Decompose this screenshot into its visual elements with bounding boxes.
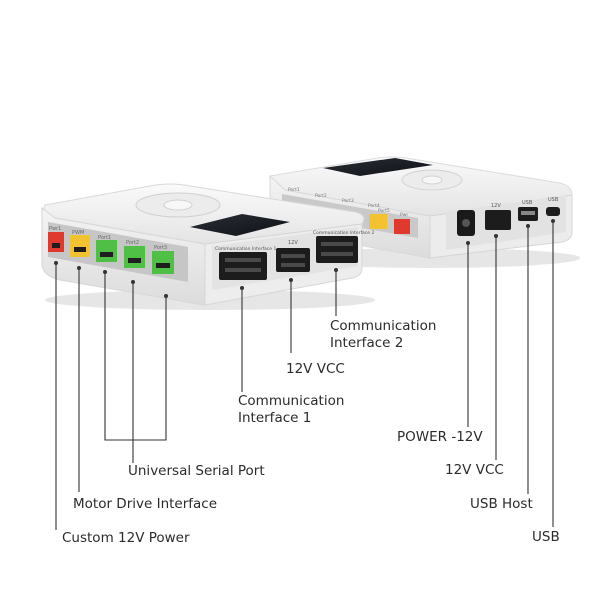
- front-port-label: Port2: [126, 240, 139, 246]
- front-communication-interface-2-connector: [316, 236, 358, 263]
- back-device-port-label: Pwr: [400, 212, 408, 218]
- front-port-pwr: [48, 232, 64, 252]
- front-connector-label: Communication Interface 1: [215, 246, 276, 252]
- back-device-rear-label: USB: [522, 200, 533, 206]
- callout-usb: USB: [532, 529, 560, 545]
- callout-communication-interface-2-line1: Communication: [330, 318, 437, 334]
- leader-universal-serial-port: [104, 272, 167, 441]
- front-port-3: [152, 251, 174, 274]
- back-device-port-label: Port2: [315, 193, 327, 199]
- leader-lines: [55, 221, 554, 530]
- back-device-port-label: Port4: [368, 203, 380, 209]
- front-port-pins: [52, 243, 170, 268]
- back-device-dpad-center: [421, 175, 443, 185]
- front-connector-label: Communication Interface 2: [313, 230, 374, 236]
- front-port-1: [96, 240, 117, 262]
- front-device-dpad-center: [163, 199, 193, 211]
- front-port-label: Port1: [98, 235, 111, 241]
- front-12v-connector: [276, 248, 310, 272]
- front-port-pwm: [70, 235, 90, 257]
- leader-dots: [54, 219, 555, 298]
- front-port-label: Pwr1: [49, 226, 61, 232]
- back-device-port-label: Port3: [342, 198, 354, 204]
- back-device-solar-panel: [323, 158, 433, 176]
- back-device-port-label: Port5: [378, 208, 390, 214]
- front-device-solar-panel: [190, 214, 290, 236]
- callout-communication-interface-1-line2: Interface 1: [238, 410, 312, 426]
- front-device: Pwr1 PWM Port1 Port2 Port3 Communication…: [41, 183, 375, 310]
- callout-communication-interface-2-line2: Interface 2: [330, 335, 404, 351]
- back-device-rear-label: 12V: [491, 203, 501, 209]
- callout-communication-interface-1-line1: Communication: [238, 393, 345, 409]
- front-communication-interface-1-connector: [219, 252, 267, 280]
- callout-universal-serial-port: Universal Serial Port: [128, 463, 265, 479]
- callout-custom-12v-power: Custom 12V Power: [62, 530, 190, 546]
- callout-usb-host: USB Host: [470, 496, 533, 512]
- callout-12v-vcc-back: 12V VCC: [445, 462, 504, 478]
- back-device-port-red: [394, 219, 410, 234]
- front-port-label: PWM: [72, 230, 84, 236]
- callout-power-minus-12v: POWER -12V: [397, 429, 483, 445]
- callout-12v-vcc-front: 12V VCC: [286, 361, 345, 377]
- back-device-12v-connector: [485, 210, 511, 230]
- back-device-port-label: Port1: [288, 187, 300, 193]
- back-device-port-yellow: [369, 214, 387, 229]
- back-device-rear-label: USB: [548, 197, 559, 203]
- front-port-2: [124, 246, 145, 268]
- callout-communication-interface-1: Communication Interface 1: [238, 393, 344, 427]
- callout-motor-drive-interface: Motor Drive Interface: [73, 496, 218, 512]
- front-connector-label: 12V: [288, 240, 298, 246]
- callout-communication-interface-2: Communication Interface 2: [330, 318, 436, 352]
- front-port-label: Port3: [154, 245, 167, 251]
- back-device-usb-port: [546, 207, 560, 216]
